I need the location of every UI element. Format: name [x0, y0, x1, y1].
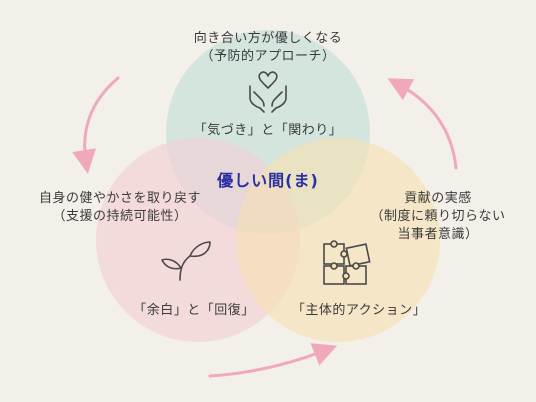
top-label: 「気づき」と「関わり」	[193, 123, 343, 138]
left-heading: 自身の健やかさを取り戻す （支援の持続可能性）	[22, 190, 218, 226]
left-heading-line1: 自身の健やかさを取り戻す	[38, 191, 201, 206]
right-heading-line3: 当事者意識）	[397, 227, 479, 242]
center-label: 優しい間(ま)	[217, 171, 319, 190]
top-heading-line1: 向き合い方が優しくなる	[193, 31, 343, 46]
right-label: 「主体的アクション」	[291, 303, 427, 318]
right-heading: 貢献の実感 （制度に頼り切らない 当事者意識）	[356, 190, 520, 244]
left-heading-line2: （支援の持続可能性）	[52, 209, 188, 224]
sprout-icon	[161, 241, 211, 281]
arrow-left	[72, 76, 120, 174]
left-label: 「余白」と「回復」	[133, 303, 255, 318]
right-heading-line1: 貢献の実感	[404, 191, 472, 206]
right-circle	[236, 138, 440, 342]
top-heading: 向き合い方が優しくなる （予防的アプローチ）	[168, 30, 368, 66]
puzzle-icon	[323, 240, 371, 285]
right-heading-line2: （制度に頼り切らない	[370, 209, 506, 224]
arrow-right	[387, 78, 458, 170]
top-heading-line2: （予防的アプローチ）	[200, 49, 336, 64]
left-circle	[96, 138, 300, 342]
heart-hands-icon	[249, 71, 287, 113]
arrow-bottom	[208, 343, 338, 378]
